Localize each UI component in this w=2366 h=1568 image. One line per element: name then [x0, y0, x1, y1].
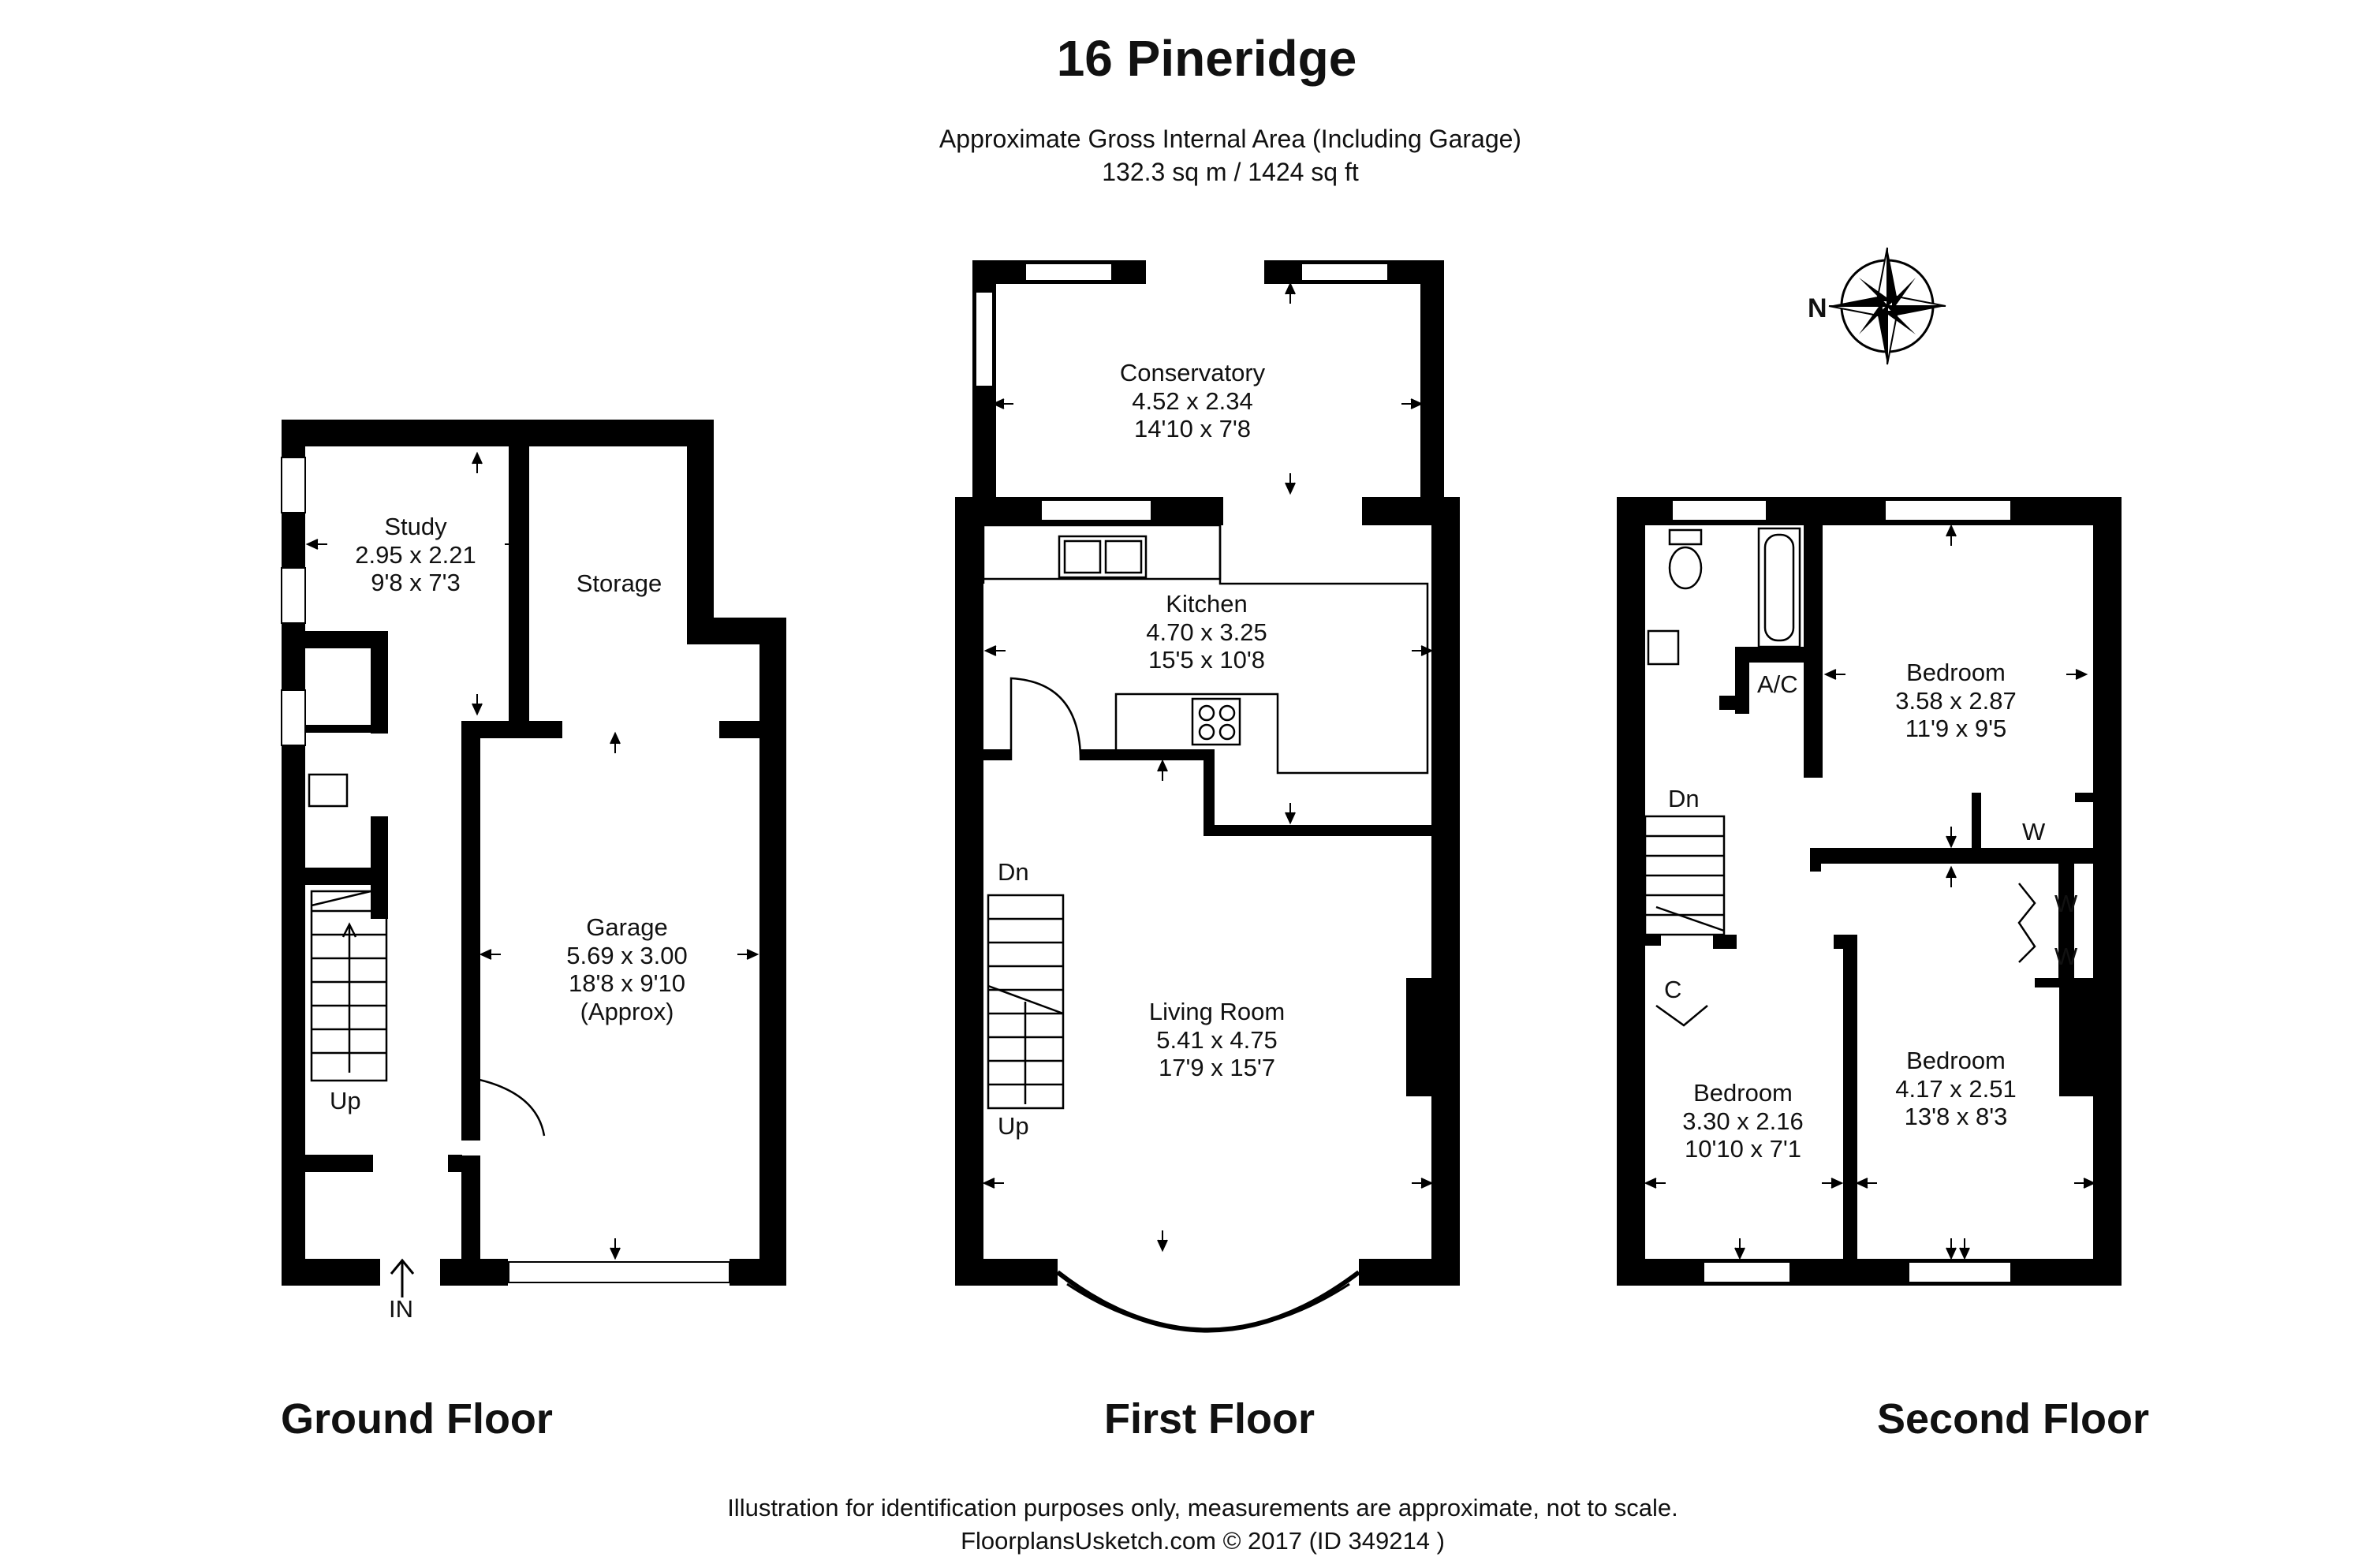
room-metric: 4.52 x 2.34 — [1132, 386, 1253, 415]
page-title: 16 Pineridge — [1056, 30, 1357, 87]
disclaimer: Illustration for identification purposes… — [727, 1494, 1678, 1521]
stairs-down-label: Dn — [1668, 785, 1700, 812]
room-storage: Storage — [577, 569, 662, 598]
compass-label: N — [1808, 293, 1827, 323]
subtitle-area: Approximate Gross Internal Area (Includi… — [939, 125, 1522, 153]
room-kitchen: Kitchen 4.70 x 3.25 15'5 x 10'8 — [1146, 590, 1267, 674]
room-imperial: 18'8 x 9'10 — [568, 969, 685, 998]
room-name: Bedroom — [1906, 1047, 2006, 1074]
room-note: (Approx) — [580, 997, 674, 1025]
entrance-label: IN — [389, 1295, 413, 1323]
room-bedroom-1: Bedroom 3.58 x 2.87 11'9 x 9'5 — [1895, 659, 2016, 743]
compass-icon — [1828, 247, 1946, 365]
room-bedroom-3: Bedroom 4.17 x 2.51 13'8 x 8'3 — [1895, 1047, 2016, 1131]
room-imperial: 15'5 x 10'8 — [1148, 646, 1265, 674]
room-bedroom-2: Bedroom 3.30 x 2.16 10'10 x 7'1 — [1682, 1079, 1803, 1163]
stairs-down-label: Dn — [998, 858, 1029, 886]
room-metric: 4.17 x 2.51 — [1895, 1074, 2017, 1103]
room-metric: 2.95 x 2.21 — [355, 540, 476, 569]
wardrobe-label: W — [2054, 890, 2078, 917]
room-living-room: Living Room 5.41 x 4.75 17'9 x 15'7 — [1149, 998, 1285, 1082]
room-name: Garage — [586, 913, 668, 941]
wardrobe-label: W — [2022, 818, 2046, 846]
room-imperial: 11'9 x 9'5 — [1905, 715, 2007, 743]
room-study: Study 2.95 x 2.21 9'8 x 7'3 — [355, 513, 476, 597]
room-imperial: 14'10 x 7'8 — [1133, 415, 1252, 443]
room-garage: Garage 5.69 x 3.00 18'8 x 9'10 (Approx) — [566, 913, 687, 1026]
cupboard-label: C — [1664, 976, 1682, 1003]
room-name: Living Room — [1148, 998, 1286, 1025]
second-floor-walls — [1617, 497, 2122, 1286]
room-imperial: 9'8 x 7'3 — [371, 569, 461, 597]
airing-cupboard-label: A/C — [1757, 670, 1798, 698]
stairs-up-label: Up — [330, 1087, 361, 1114]
room-metric: 3.30 x 2.16 — [1682, 1107, 1804, 1135]
room-name: Storage — [576, 569, 662, 597]
room-metric: 3.58 x 2.87 — [1895, 686, 2017, 715]
wardrobe-label: W — [2054, 943, 2078, 970]
ground-floor-heading: Ground Floor — [281, 1395, 553, 1443]
ground-floor-walls — [282, 420, 786, 1286]
room-imperial: 10'10 x 7'1 — [1684, 1135, 1801, 1163]
first-floor-heading: First Floor — [1104, 1395, 1315, 1443]
room-name: Bedroom — [1906, 659, 2006, 686]
room-name: Bedroom — [1693, 1079, 1793, 1107]
room-imperial: 13'8 x 8'3 — [1904, 1103, 2008, 1131]
copyright: FloorplansUsketch.com © 2017 (ID 349214 … — [961, 1527, 1445, 1555]
room-name: Kitchen — [1166, 590, 1248, 618]
stairs-up-label: Up — [998, 1112, 1029, 1140]
room-name: Study — [384, 513, 447, 540]
room-metric: 4.70 x 3.25 — [1146, 618, 1267, 646]
subtitle-size: 132.3 sq m / 1424 sq ft — [1102, 158, 1359, 186]
room-name: Conservatory — [1119, 359, 1266, 386]
room-conservatory: Conservatory 4.52 x 2.34 14'10 x 7'8 — [1120, 359, 1265, 443]
room-imperial: 17'9 x 15'7 — [1158, 1054, 1275, 1082]
room-metric: 5.41 x 4.75 — [1156, 1025, 1278, 1054]
second-floor-heading: Second Floor — [1877, 1395, 2150, 1443]
entrance-arrow-icon — [390, 1258, 415, 1297]
room-metric: 5.69 x 3.00 — [566, 941, 688, 969]
